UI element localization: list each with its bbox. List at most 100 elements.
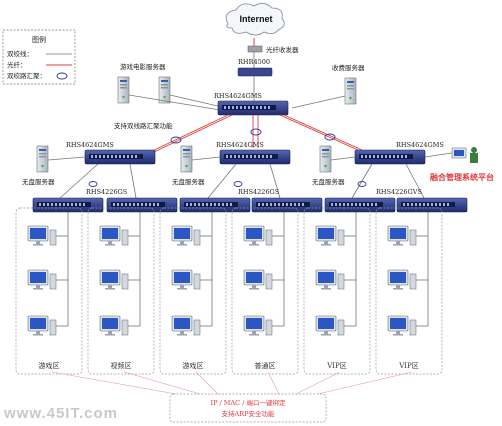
- zone-label: 游戏区: [183, 361, 204, 370]
- cable-link: [351, 163, 373, 199]
- agg-switch-label: RHS4624GMS: [396, 141, 444, 149]
- mgmt-platform: 融合管理系统平台: [430, 147, 494, 182]
- fiber-transceiver: 光纤收发器: [247, 45, 299, 54]
- zone-box: [159, 207, 227, 375]
- pc-icon: [171, 269, 201, 290]
- switch-icon: [106, 197, 178, 213]
- aggregate-ellipse-icon: [324, 133, 336, 141]
- agg-switch-left: RHS4624GMS: [66, 141, 156, 165]
- aggregate-ellipse-icon: [88, 181, 98, 187]
- billing-server: 收费服务器: [332, 63, 365, 105]
- fiber-link: [279, 114, 359, 151]
- cable-link: [207, 163, 237, 199]
- pc-icon: [315, 315, 345, 336]
- pc-icon: [243, 269, 273, 290]
- agg-switch-mid: RHS4624GMS: [216, 141, 291, 165]
- pc-icon: [315, 225, 345, 246]
- legend-item-twisted-label: 双绞线：: [7, 49, 33, 58]
- zone-group: 游戏区: [15, 207, 83, 375]
- operator-body: [470, 153, 478, 163]
- trunk-note: 支持双线路汇聚功能: [114, 121, 173, 130]
- switch-icon: [396, 197, 468, 213]
- server-icon: [117, 76, 130, 104]
- diskless-server-left: 无盘服务器: [22, 145, 55, 186]
- diskless-server-label: 无盘服务器: [172, 177, 205, 186]
- zone-box: [303, 207, 371, 375]
- mgmt-screen: [454, 150, 464, 156]
- zone-label: 游戏区: [39, 361, 60, 370]
- zone-label: 普通区: [255, 361, 276, 370]
- game-movie-server-label: 游戏电影服务器: [120, 62, 166, 71]
- pc-icon: [387, 225, 417, 246]
- diskless-server-label: 无盘服务器: [312, 177, 345, 186]
- cable-link: [128, 94, 221, 111]
- mgmt-platform-label: 融合管理系统平台: [430, 172, 494, 182]
- cloud-icon: [225, 3, 285, 36]
- cable-link: [129, 163, 137, 199]
- cable-link: [269, 163, 281, 199]
- router-label: RHR4500: [238, 58, 270, 66]
- aggregate-ellipse-icon: [250, 128, 262, 136]
- cable-link: [191, 156, 221, 161]
- agg-switch-label: RHS4624GMS: [66, 141, 114, 149]
- server-icon: [180, 145, 193, 173]
- legend-item-fiber-label: 光纤：: [7, 60, 27, 69]
- switch-icon: [217, 100, 289, 116]
- zone-group: 视频区: [87, 207, 155, 375]
- fiber-link: [149, 114, 229, 153]
- switch-icon: [251, 197, 323, 213]
- internet-cloud: Internet: [225, 3, 285, 36]
- billing-server-label: 收费服务器: [332, 63, 365, 72]
- transceiver-label: 光纤收发器: [266, 45, 299, 54]
- switch-icon: [354, 149, 426, 165]
- aggregate-ellipse-icon: [233, 181, 243, 187]
- server-icon: [36, 145, 49, 173]
- zone-group: VIP区: [303, 207, 371, 375]
- zone-box: [231, 207, 299, 375]
- pc-icon: [171, 225, 201, 246]
- agg-switch-right: RHS4624GMS: [354, 141, 444, 165]
- legend-item-aggregate-label: 双绞路汇聚：: [7, 71, 46, 80]
- cable-link: [59, 163, 99, 199]
- server-icon: [319, 145, 332, 173]
- zone-box: [15, 207, 83, 375]
- aggregate-ellipse-icon: [170, 136, 182, 144]
- pc-icon: [387, 269, 417, 290]
- switch-icon: [84, 149, 156, 165]
- transceiver-icon: [247, 45, 263, 53]
- note-link: [267, 371, 281, 397]
- pc-icon: [243, 225, 273, 246]
- switch-icon: [219, 149, 291, 165]
- fiber-link: [153, 114, 233, 153]
- zone-label: VIP区: [398, 362, 419, 370]
- pc-icon: [171, 315, 201, 336]
- core-switch: RHS4624GMS: [214, 92, 289, 116]
- game-movie-servers: 游戏电影服务器: [117, 62, 171, 104]
- cable-link: [291, 95, 346, 109]
- zone-group: 游戏区: [159, 207, 227, 375]
- zone-box: [87, 207, 155, 375]
- fiber-link: [283, 114, 363, 151]
- pc-icon: [99, 315, 129, 336]
- cable-link: [405, 163, 425, 199]
- switch-icon: [179, 197, 251, 213]
- zone-label: 视频区: [111, 361, 132, 370]
- diskless-server-label: 无盘服务器: [22, 177, 55, 186]
- note-link: [195, 371, 221, 397]
- watermark-text: www.45IT.com: [4, 405, 118, 422]
- access-switch-label: RHS4226GS: [238, 188, 279, 196]
- switch-icon: [324, 197, 396, 213]
- diskless-server-mid: 无盘服务器: [172, 145, 205, 186]
- security-note-box: [169, 393, 327, 423]
- security-note-line-1: IP / MAC / 端口一键绑定: [211, 398, 286, 407]
- cable-link: [169, 94, 223, 108]
- zone-label: VIP区: [326, 362, 347, 370]
- zones: 游戏区 视频区 游戏区 普通区 VIP区 VIP区: [15, 207, 443, 375]
- access-switches: RHS4226GS RHS4226GS RHS4226GVS: [32, 188, 468, 213]
- server-icon: [344, 77, 357, 105]
- legend-title: 图例: [32, 35, 46, 44]
- legend-aggregate-ellipse-icon: [56, 72, 68, 80]
- access-switch-label: RHS4226GS: [86, 188, 127, 196]
